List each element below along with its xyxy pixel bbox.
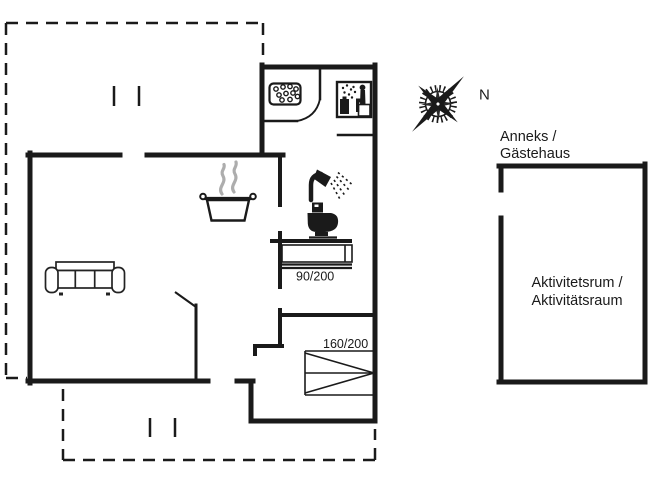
open-door-leaf xyxy=(174,291,197,308)
steam-icon xyxy=(219,160,238,196)
annex-title-line1: Anneks / xyxy=(500,129,557,145)
shower-icon xyxy=(308,169,353,203)
single-bed-label: 90/200 xyxy=(296,270,334,284)
interior-walls xyxy=(253,153,377,356)
sofa-icon xyxy=(44,261,126,296)
thin-partitions xyxy=(262,65,377,137)
single-bed xyxy=(281,244,353,270)
door-swing-arc xyxy=(296,98,321,122)
sauna-steam-dots xyxy=(341,84,357,99)
sauna-person xyxy=(356,84,366,112)
north-label: N xyxy=(479,87,490,104)
cooking-pot-icon xyxy=(199,192,257,222)
shower-spray xyxy=(330,171,353,202)
annex-title-line2: Gästehaus xyxy=(500,146,570,162)
annex-room-label-line2: Aktivitätsraum xyxy=(531,293,622,309)
double-bed xyxy=(304,350,375,396)
terrace-dashed-outline xyxy=(4,21,377,462)
main-house-exterior-walls xyxy=(25,62,378,424)
whirlpool-icon xyxy=(268,82,302,106)
annex-room-label-line1: Aktivitetsrum / xyxy=(531,275,623,291)
terrace-tick-marks xyxy=(112,86,177,437)
annex-exterior-walls xyxy=(496,161,648,385)
compass-rose-icon xyxy=(412,76,464,132)
sauna-icon xyxy=(335,80,373,119)
toilet-icon xyxy=(307,202,339,239)
double-bed-label: 160/200 xyxy=(323,337,368,351)
